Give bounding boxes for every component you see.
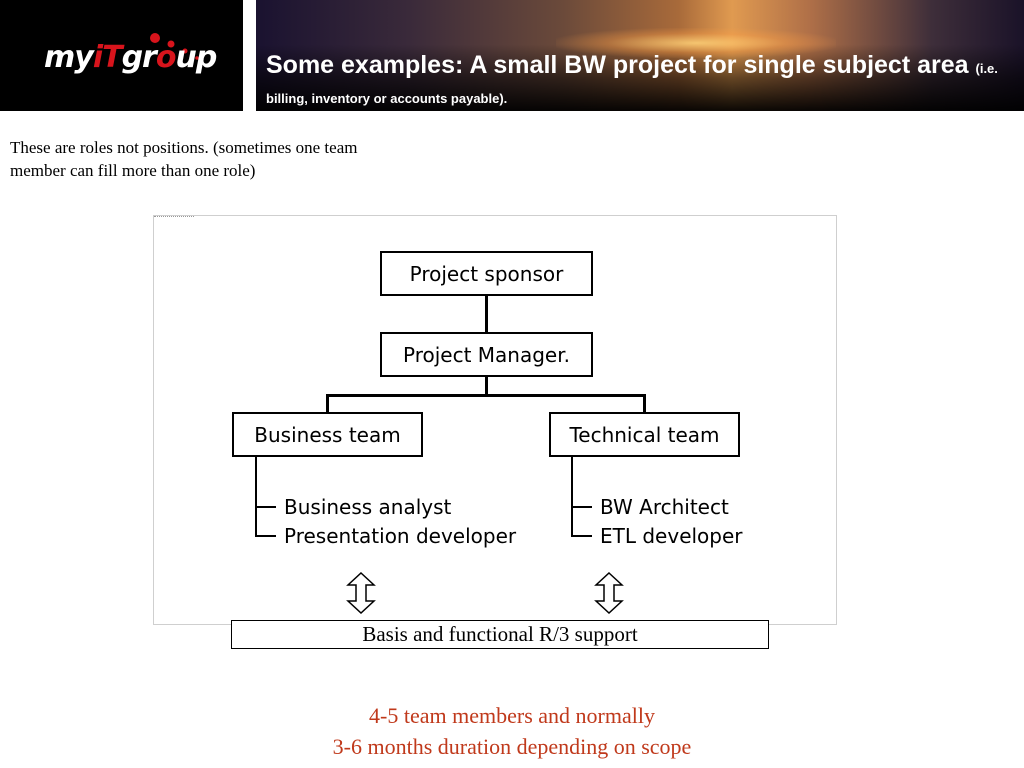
support-box: Basis and functional R/3 support (231, 620, 769, 649)
frame-marker (154, 216, 194, 219)
project-manager-box: Project Manager. (380, 332, 593, 377)
business-role-2: Presentation developer (284, 524, 517, 548)
company-logo: myiTgroup (44, 40, 217, 75)
connector-sponsor-manager (485, 294, 488, 333)
footer-summary: 4-5 team members and normally 3-6 months… (0, 700, 1024, 762)
technical-role-2: ETL developer (600, 524, 743, 548)
logo-text-gr: gr (121, 40, 157, 75)
business-role-1: Business analyst (284, 495, 452, 519)
technical-team-box: Technical team (549, 412, 740, 457)
connector-technical-tick-1 (571, 506, 592, 508)
connector-technical-tick-2 (571, 535, 592, 537)
connector-team-bar (326, 394, 646, 397)
intro-text: These are roles not positions. (sometime… (10, 138, 358, 180)
logo-text-my: my (44, 40, 94, 75)
connector-technical-vertical (571, 455, 573, 537)
footer-line-2: 3-6 months duration depending on scope (332, 734, 692, 759)
connector-business-tick-1 (255, 506, 276, 508)
double-arrow-icon (346, 572, 376, 614)
connector-business-tick-2 (255, 535, 276, 537)
connector-technical-drop (643, 394, 646, 414)
logo-text-o: o (155, 40, 177, 75)
technical-role-1: BW Architect (600, 495, 729, 519)
connector-manager-down (485, 375, 488, 396)
logo-text-up: up (175, 40, 217, 75)
double-arrow-icon (594, 572, 624, 614)
business-team-box: Business team (232, 412, 423, 457)
slide-title: Some examples: A small BW project for si… (266, 52, 1016, 111)
connector-business-drop (326, 394, 329, 414)
project-sponsor-box: Project sponsor (380, 251, 593, 296)
logo-dots-graphic (150, 33, 199, 60)
logo-panel: myiTgroup (0, 0, 245, 111)
sunset-glow (556, 28, 836, 58)
slide-title-sub: (i.e. billing, inventory or accounts pay… (266, 61, 998, 106)
connector-business-vertical (255, 455, 257, 537)
logo-text-it: iT (92, 40, 123, 75)
footer-line-1: 4-5 team members and normally (369, 703, 655, 728)
title-banner: Some examples: A small BW project for si… (256, 0, 1024, 111)
slide-title-main: Some examples: A small BW project for si… (266, 51, 969, 79)
